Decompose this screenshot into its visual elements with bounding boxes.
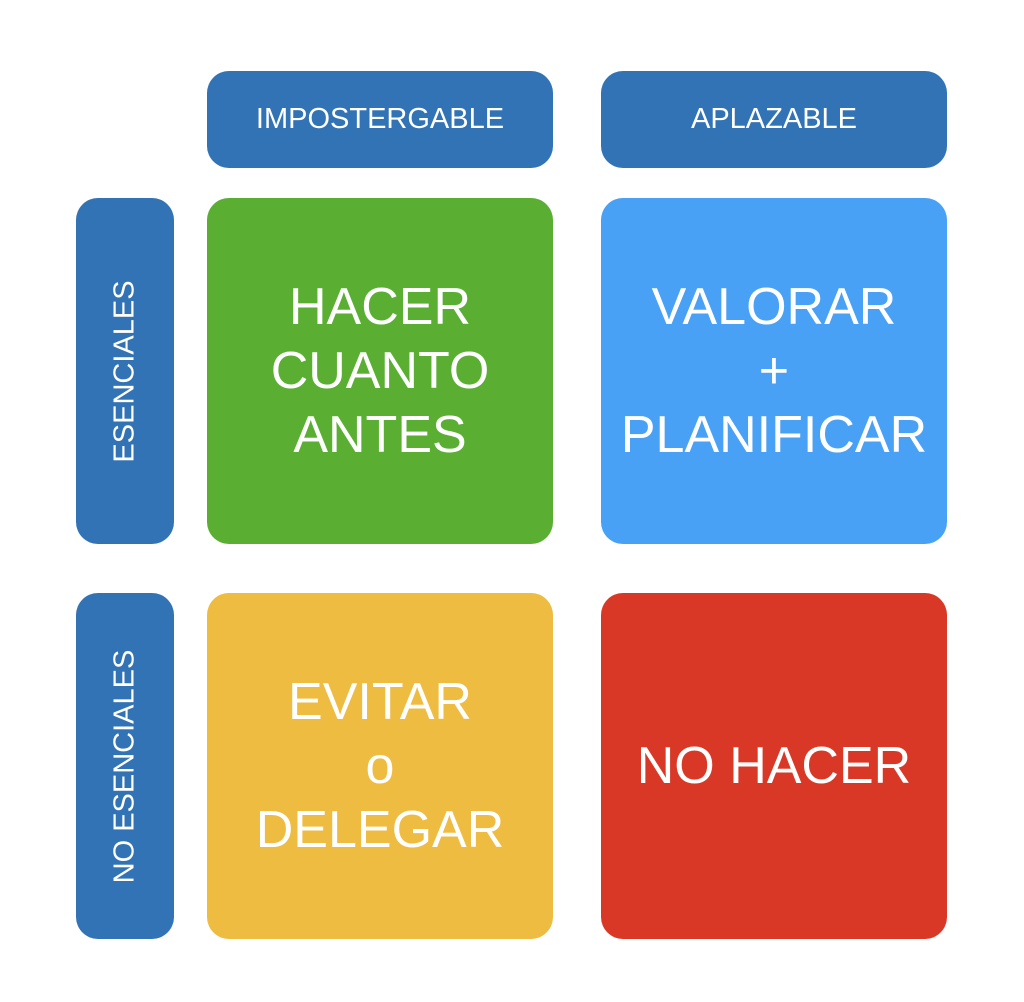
quadrant-hacer-cuanto-antes: HACER CUANTO ANTES (207, 198, 553, 544)
quadrant-text-line: DELEGAR (255, 801, 505, 859)
column-header-impostergable: IMPOSTERGABLE (207, 71, 553, 168)
quadrant-text-line: + (758, 342, 790, 400)
column-header-label: IMPOSTERGABLE (255, 103, 505, 135)
column-header-label: APLAZABLE (690, 103, 858, 135)
quadrant-text-line: VALORAR (651, 278, 897, 336)
row-header-label: ESENCIALES (108, 279, 141, 463)
quadrant-text-line: ANTES (293, 406, 467, 464)
quadrant-text-line: HACER (288, 278, 472, 336)
quadrant-evitar-delegar: EVITAR o DELEGAR (207, 593, 553, 939)
row-header-label: NO ESENCIALES (108, 649, 141, 883)
quadrant-text-line: o (365, 737, 395, 795)
quadrant-text-line: PLANIFICAR (620, 406, 928, 464)
quadrant-text-line: NO HACER (636, 737, 912, 795)
column-header-aplazable: APLAZABLE (601, 71, 947, 168)
quadrant-text-line: CUANTO (270, 342, 490, 400)
row-header-esenciales: ESENCIALES (76, 198, 174, 544)
row-header-no-esenciales: NO ESENCIALES (76, 593, 174, 939)
quadrant-text-line: EVITAR (288, 673, 472, 731)
quadrant-valorar-planificar: VALORAR + PLANIFICAR (601, 198, 947, 544)
quadrant-no-hacer: NO HACER (601, 593, 947, 939)
